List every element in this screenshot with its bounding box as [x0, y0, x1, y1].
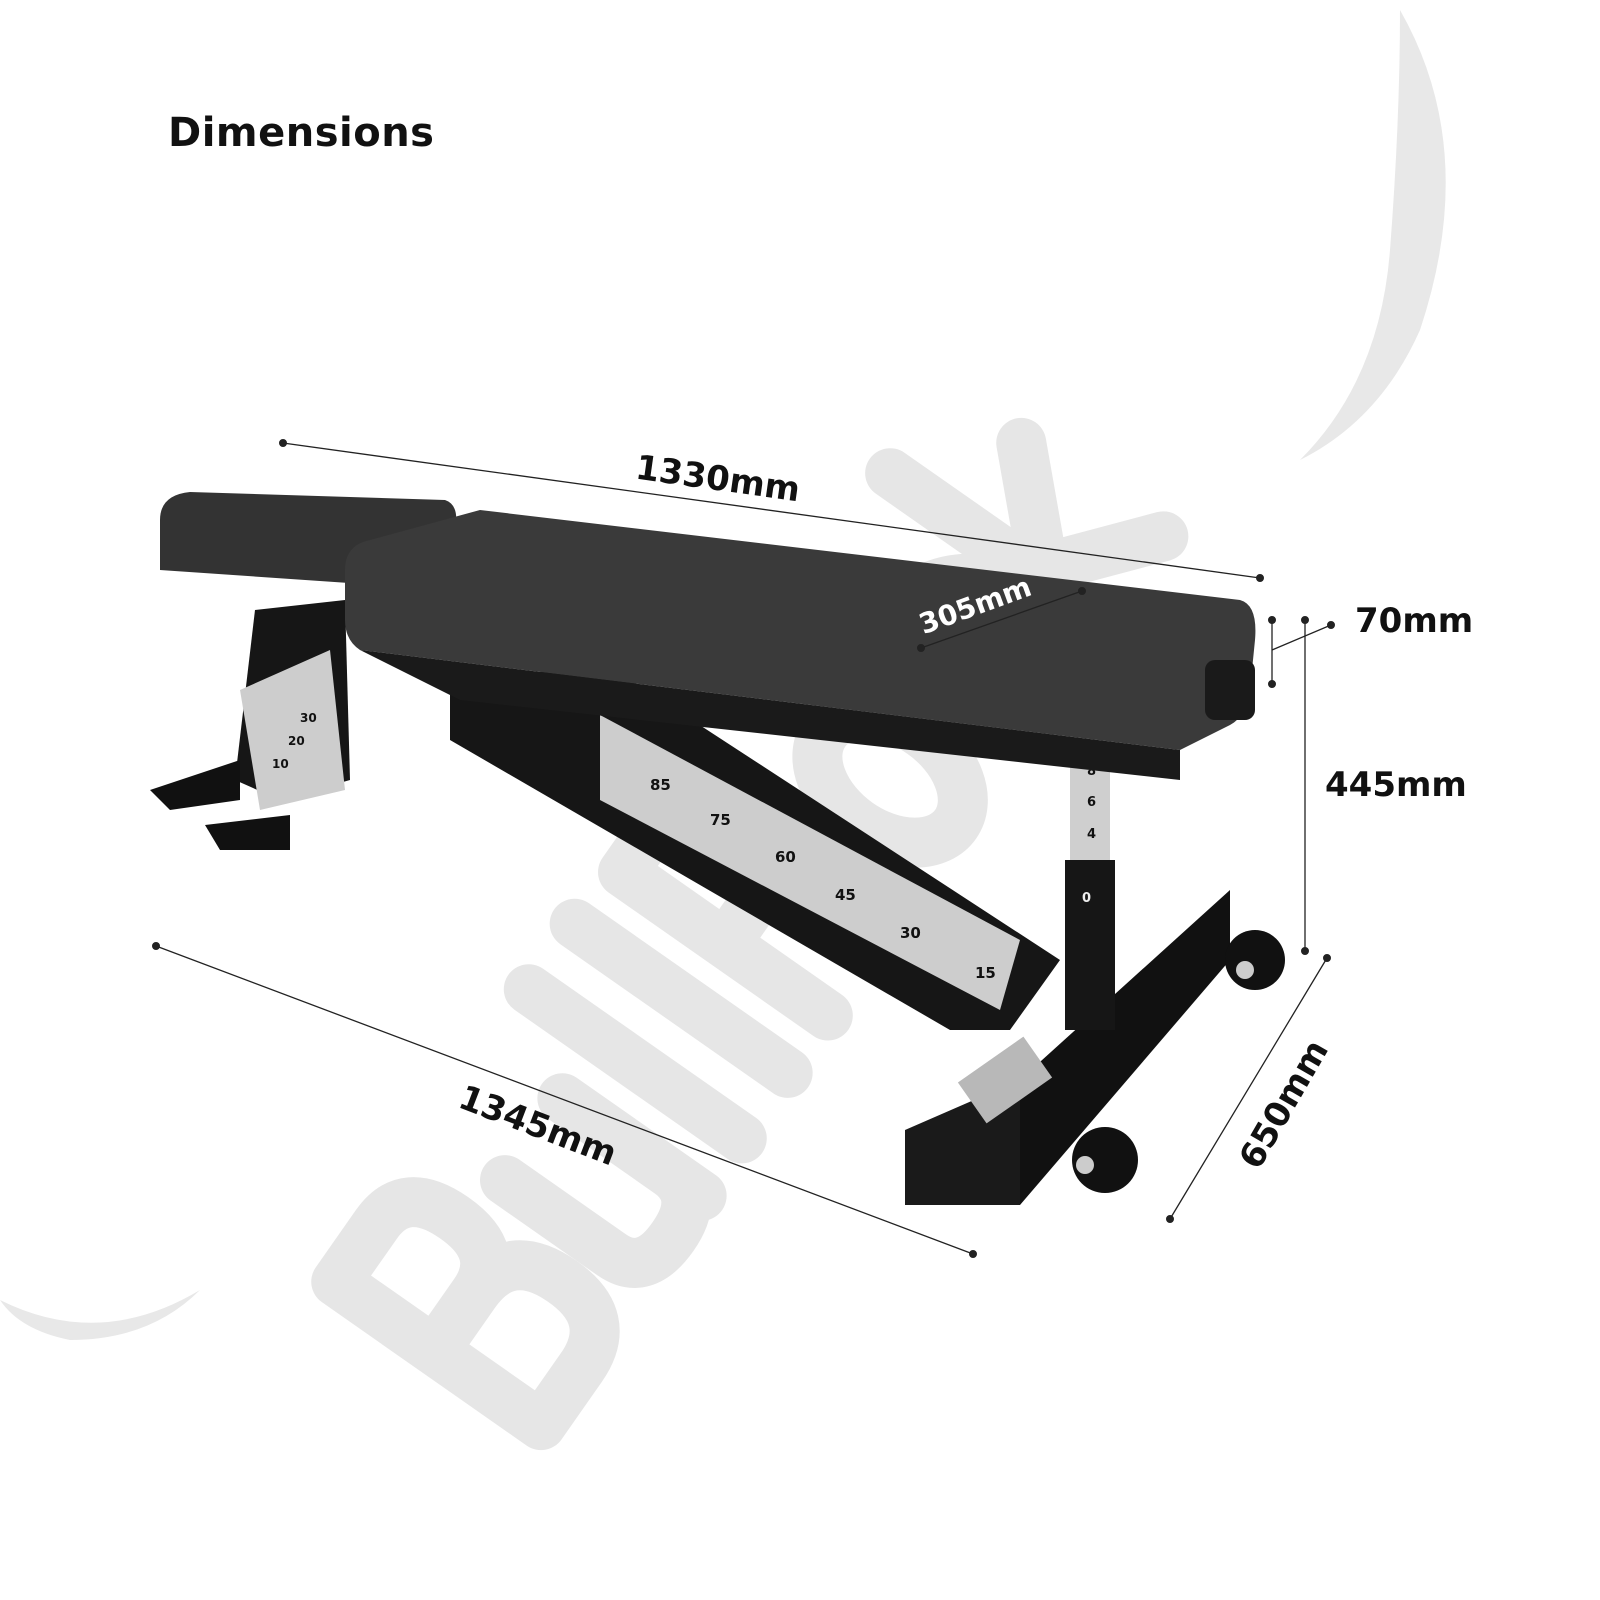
angle-15: 15: [975, 964, 996, 982]
height-label: 445mm: [1325, 765, 1467, 805]
angle-45: 45: [835, 886, 856, 904]
seat-angle-30: 30: [300, 711, 317, 725]
dimension-lines: [155, 442, 1332, 1255]
angle-30: 30: [900, 924, 921, 942]
angle-75: 75: [710, 811, 731, 829]
base-width-label: 650mm: [1231, 1033, 1337, 1176]
upright-8: 8: [1087, 764, 1096, 779]
angle-60: 60: [775, 848, 796, 866]
pad-thickness-label: 70mm: [1355, 601, 1473, 641]
page-title: Dimensions: [168, 110, 435, 156]
dimension-endpoints: [152, 439, 1335, 1258]
seat-plate: [240, 650, 345, 810]
angle-85: 85: [650, 776, 671, 794]
wheel: [1072, 1127, 1138, 1193]
length-top-label: 1330mm: [633, 448, 802, 511]
brand-plate: [957, 1036, 1053, 1124]
upright-0: 0: [1082, 891, 1091, 906]
seat-angle-10: 10: [272, 757, 289, 771]
wheel: [1225, 930, 1285, 990]
back-pad: [345, 510, 1256, 750]
upright-4: 4: [1087, 827, 1096, 842]
seat-angle-20: 20: [288, 734, 305, 748]
upright-6: 6: [1087, 795, 1096, 810]
incline-plate: [600, 715, 1020, 1010]
bench-illustration: 85 75 60 45 30 15 8 6 4 0 30 20 10: [150, 492, 1285, 1205]
